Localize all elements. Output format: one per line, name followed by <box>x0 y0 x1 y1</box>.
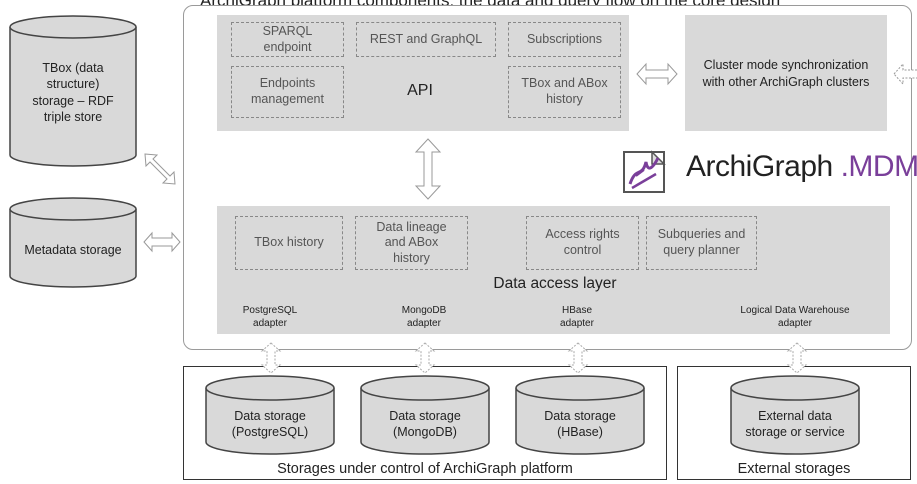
endpoints-management-box: Endpoints management <box>231 66 344 118</box>
cylinder-shape <box>9 15 137 167</box>
tbox-abox-history-box: TBox and ABox history <box>508 66 621 118</box>
hbase-storage-label: Data storage (HBase) <box>544 409 616 440</box>
postgresql-storage-cylinder: Data storage (PostgreSQL) <box>205 375 335 456</box>
cluster-external-arrow-icon <box>893 62 917 86</box>
metadata-storage-label: Metadata storage <box>24 243 122 257</box>
cylinder-shape <box>360 375 490 455</box>
api-panel <box>217 15 629 131</box>
ldw-adapter: Logical Data Warehouse adapter <box>740 305 850 329</box>
controlled-storages-label: Storages under control of ArchiGraph pla… <box>277 461 573 477</box>
data-access-layer-title: Data access layer <box>493 275 617 292</box>
cylinder-shape <box>730 375 860 455</box>
mongodb-adapter: MongoDB adapter <box>401 305 447 329</box>
data-lineage-box: Data lineage and ABox history <box>355 216 468 270</box>
api-cluster-arrow-icon <box>636 62 678 86</box>
postgres-connector-arrow-icon <box>260 342 282 374</box>
rest-graphql-box: REST and GraphQL <box>356 22 496 57</box>
metadata-storage-cylinder: Metadata storage <box>9 197 137 288</box>
mongo-connector-arrow-icon <box>414 342 436 374</box>
brand-wordmark: ArchiGraph .MDM <box>686 150 917 184</box>
external-storage-cylinder: External data storage or service <box>730 375 860 456</box>
cluster-sync-text: Cluster mode synchronization with other … <box>702 58 870 89</box>
cylinder-shape <box>205 375 335 455</box>
external-storages-label: External storages <box>737 461 851 477</box>
brand-suffix: .MDM <box>840 150 917 183</box>
tbox-history-box: TBox history <box>235 216 343 270</box>
tbox-storage-cylinder: TBox (data structure) storage – RDF trip… <box>9 15 137 167</box>
cylinder-shape <box>515 375 645 455</box>
external-storage-label: External data storage or service <box>745 409 845 440</box>
brand-name: ArchiGraph <box>686 150 833 183</box>
sparql-endpoint-box: SPARQL endpoint <box>231 22 344 57</box>
mongodb-storage-label: Data storage (MongoDB) <box>389 409 461 440</box>
api-title: API <box>407 82 433 99</box>
postgresql-adapter: PostgreSQL adapter <box>242 305 298 329</box>
access-rights-box: Access rights control <box>526 216 639 270</box>
cylinder-shape <box>9 197 137 288</box>
api-dal-arrow-icon <box>414 138 442 200</box>
data-access-layer-panel <box>217 206 890 334</box>
tbox-storage-label: TBox (data structure) storage – RDF trip… <box>32 61 114 124</box>
subqueries-planner-box: Subqueries and query planner <box>646 216 757 270</box>
tbox-diagonal-arrow-icon <box>144 153 176 185</box>
hbase-connector-arrow-icon <box>567 342 589 374</box>
mongodb-storage-cylinder: Data storage (MongoDB) <box>360 375 490 456</box>
subscriptions-box: Subscriptions <box>508 22 621 57</box>
hbase-adapter: HBase adapter <box>560 305 594 329</box>
cluster-panel <box>685 15 887 131</box>
metadata-arrow-icon <box>143 231 181 253</box>
hbase-storage-cylinder: Data storage (HBase) <box>515 375 645 456</box>
external-connector-arrow-icon <box>786 342 808 374</box>
postgresql-storage-label: Data storage (PostgreSQL) <box>231 409 309 440</box>
archigraph-logo-icon <box>622 148 672 194</box>
